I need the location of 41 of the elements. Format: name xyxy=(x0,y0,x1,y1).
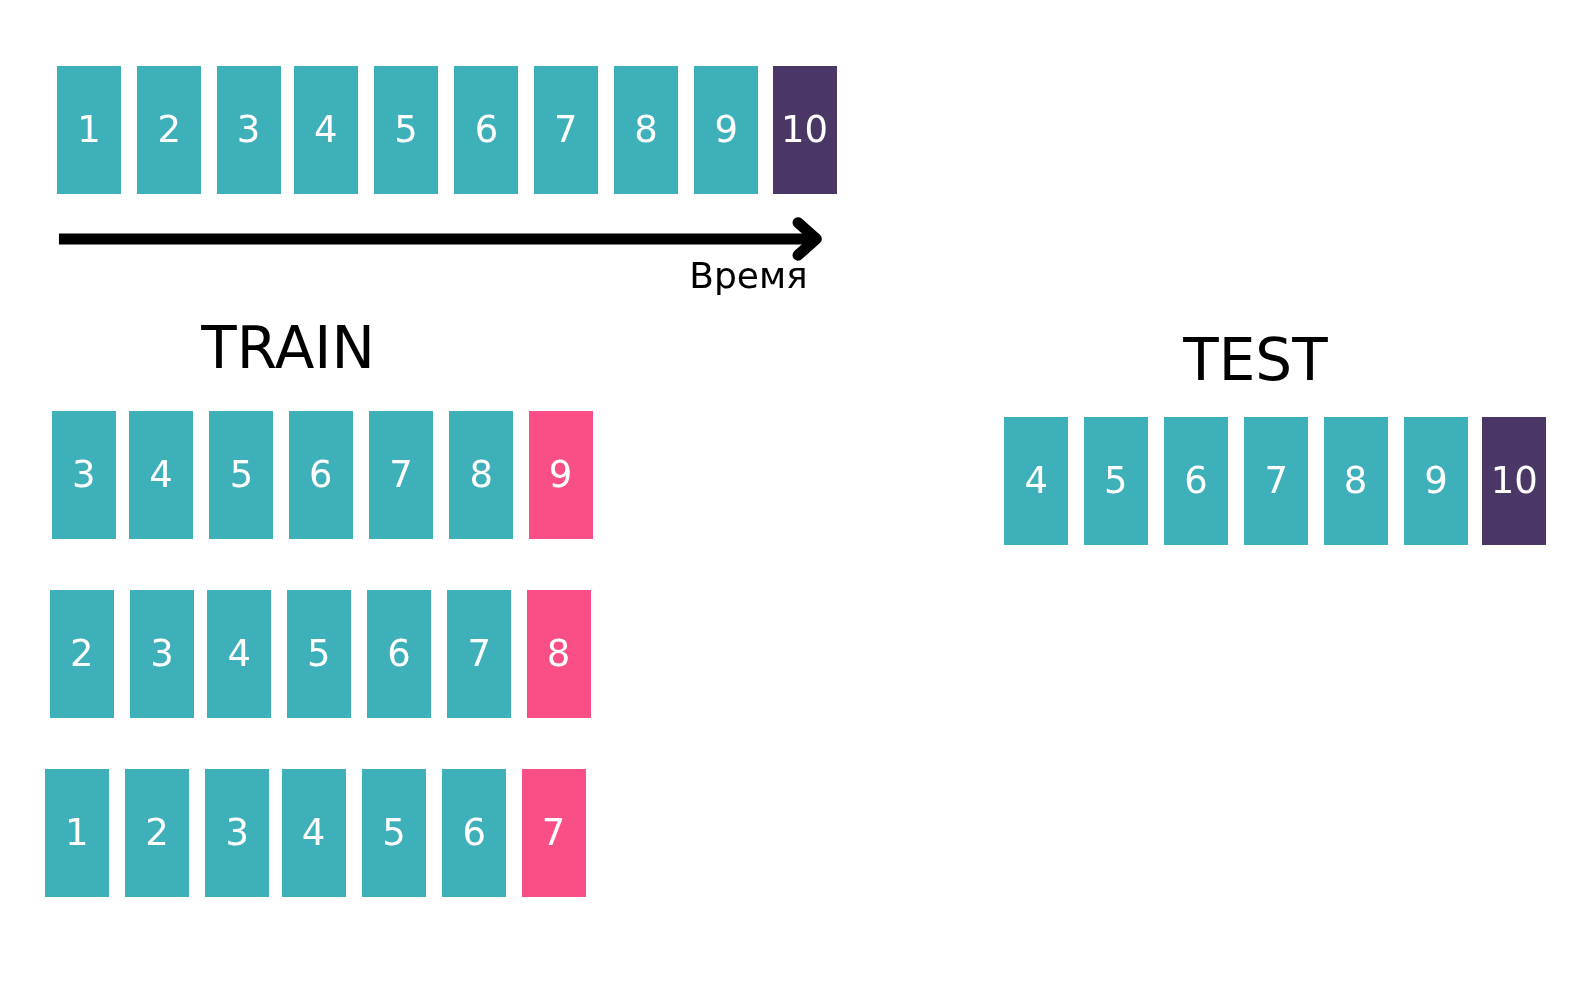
target-cell: 7 xyxy=(521,768,586,897)
sequence-cell: 8 xyxy=(614,66,679,195)
sequence-cell: 4 xyxy=(281,768,346,897)
sequence-cell: 3 xyxy=(130,589,195,718)
sequence-cell: 5 xyxy=(286,589,351,718)
sequence-cell: 5 xyxy=(1083,416,1148,545)
target-cell: 9 xyxy=(528,410,593,539)
sequence-cell: 3 xyxy=(205,768,270,897)
sequence-cell: 3 xyxy=(51,410,116,539)
sequence-cell: 6 xyxy=(442,768,507,897)
sequence-cell: 9 xyxy=(1403,416,1468,545)
sequence-cell: 4 xyxy=(129,410,194,539)
sequence-cell: 2 xyxy=(137,66,202,195)
sequence-cell: 6 xyxy=(288,410,353,539)
section-title: TEST xyxy=(1183,331,1328,390)
sequence-cell: 4 xyxy=(207,589,272,718)
sequence-cell: 3 xyxy=(216,66,281,195)
sequence-cell: 2 xyxy=(49,589,114,718)
sequence-cell: 8 xyxy=(1323,416,1388,545)
sequence-cell: 1 xyxy=(44,768,109,897)
sequence-cell: 6 xyxy=(1164,416,1228,545)
sequence-cell: 5 xyxy=(374,66,439,195)
sequence-cell: 7 xyxy=(447,589,512,718)
sequence-cell: 7 xyxy=(1244,416,1309,545)
target-cell: 10 xyxy=(1482,416,1547,545)
sequence-cell: 5 xyxy=(209,410,274,539)
sequence-cell: 5 xyxy=(361,768,426,897)
axis-label: Время xyxy=(689,258,808,295)
sequence-cell: 7 xyxy=(533,66,598,195)
sequence-cell: 6 xyxy=(454,66,519,195)
sequence-cell: 9 xyxy=(694,66,759,195)
sequence-cell: 8 xyxy=(449,410,514,539)
sequence-cell: 4 xyxy=(293,66,358,195)
sequence-cell: 2 xyxy=(125,768,190,897)
section-title: TRAIN xyxy=(201,319,375,378)
sequence-cell: 6 xyxy=(367,589,431,718)
sequence-cell: 7 xyxy=(369,410,434,539)
sequence-cell: 1 xyxy=(56,66,121,195)
target-cell: 8 xyxy=(526,589,591,718)
target-cell: 10 xyxy=(772,66,837,195)
sequence-cell: 4 xyxy=(1004,416,1069,545)
